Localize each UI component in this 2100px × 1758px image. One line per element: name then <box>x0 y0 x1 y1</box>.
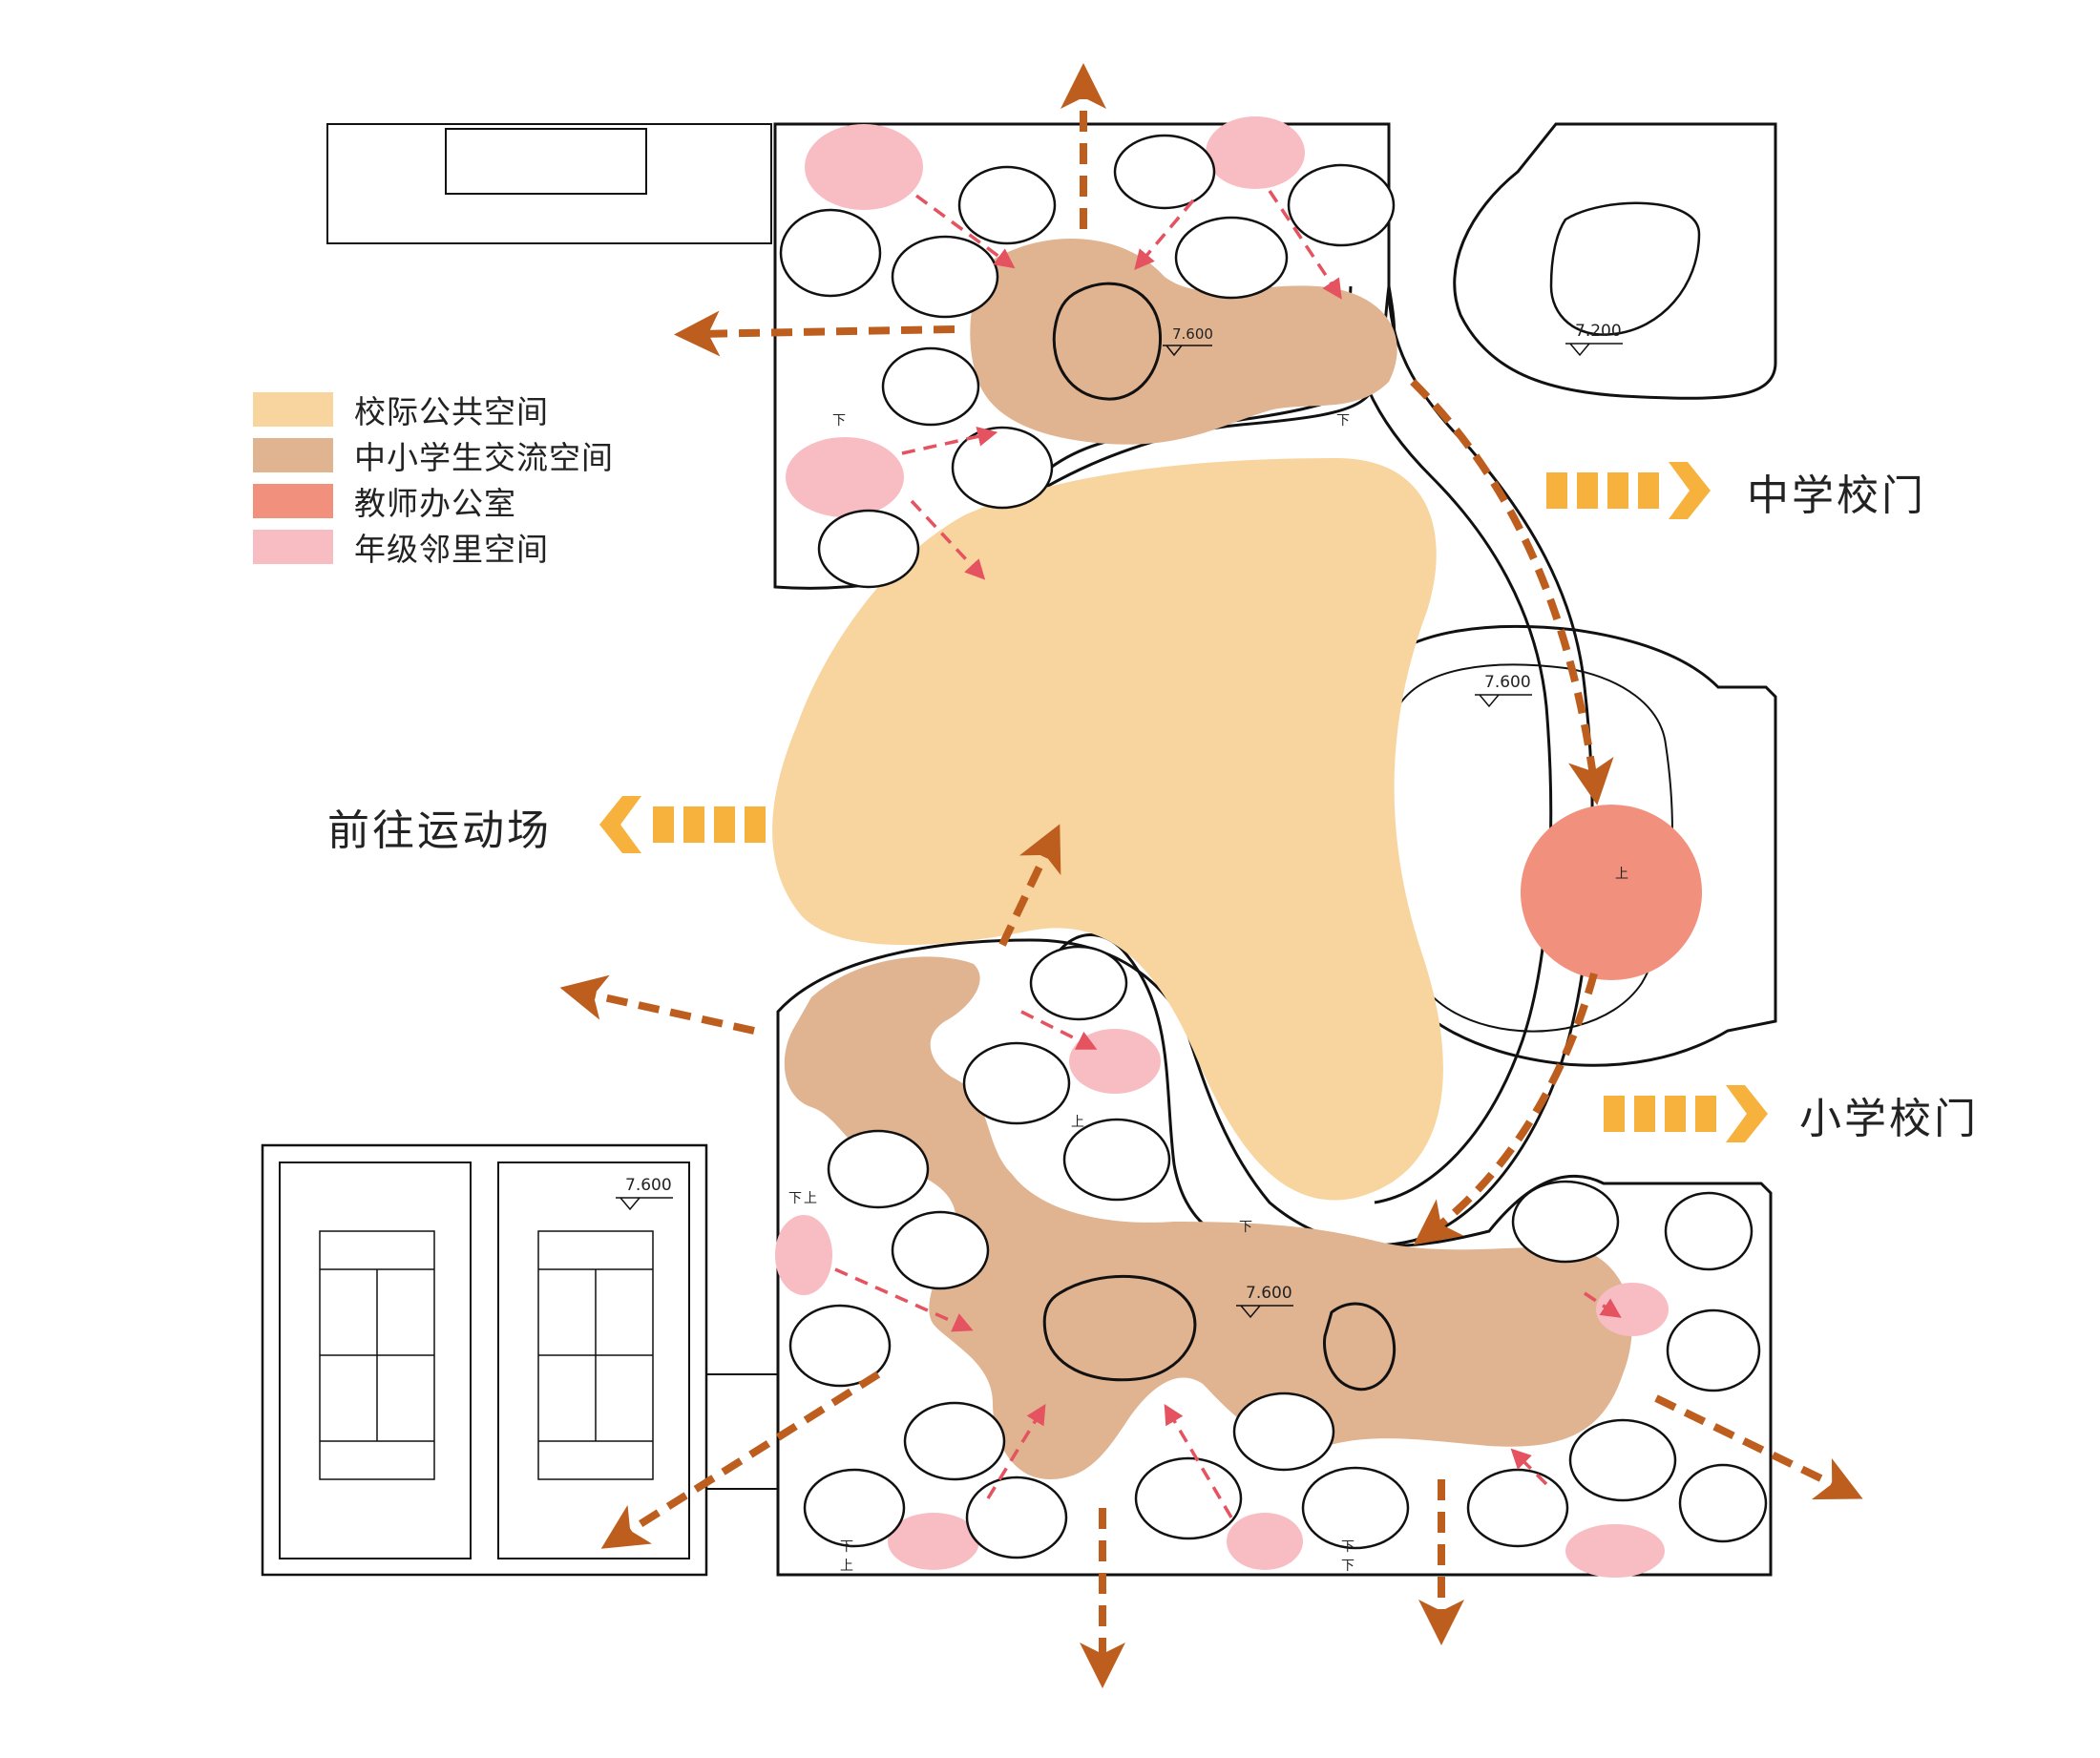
legend-swatch-office <box>253 484 333 518</box>
top-left-annex <box>326 123 772 244</box>
elevation-library: 7.600 <box>1484 673 1531 692</box>
atrium-voids <box>1042 282 1396 1392</box>
exchange-zone-south <box>784 956 1632 1479</box>
legend-item-neighborhood: 年级邻里空间 <box>253 524 614 570</box>
legend-swatch-exchange <box>253 438 333 472</box>
svg-text:上: 上 <box>804 1191 817 1206</box>
svg-text:下: 下 <box>840 1539 853 1555</box>
legend-swatch-neighborhood <box>253 530 333 564</box>
elevation-bottom-hub: 7.600 <box>1246 1284 1292 1303</box>
elevation-top-right: 7.200 <box>1575 322 1622 341</box>
gate-label-primary-school: 小学校门 <box>1799 1095 1979 1143</box>
svg-text:上: 上 <box>1071 1115 1084 1130</box>
gate-arrow-primary <box>1604 1085 1768 1142</box>
svg-text:下: 下 <box>1336 413 1350 429</box>
classroom-pods <box>779 134 1768 1559</box>
gate-label-middle-school: 中学校门 <box>1747 471 1926 520</box>
gate-arrow-sports <box>599 796 766 853</box>
legend-label-office: 教师办公室 <box>354 485 516 522</box>
legend-item-office: 教师办公室 <box>253 478 614 524</box>
elevation-courts: 7.600 <box>625 1176 672 1195</box>
stair-marks: 下 下 上 上 下 下 上 下 上 下 下 <box>788 413 1628 1574</box>
office-zone <box>1521 805 1702 980</box>
neighborhood-links <box>834 190 1622 1518</box>
legend-item-public: 校际公共空间 <box>253 387 614 432</box>
svg-text:下: 下 <box>1341 1539 1354 1555</box>
svg-text:上: 上 <box>1615 867 1628 882</box>
top-right-building <box>1453 122 1777 400</box>
elevation-top-hub: 7.600 <box>1172 325 1213 343</box>
public-zone <box>772 458 1443 1201</box>
legend-label-neighborhood: 年级邻里空间 <box>354 531 549 568</box>
svg-text:下: 下 <box>1239 1220 1252 1235</box>
elevation-marks: 7.600 7.200 7.600 7.600 7.600 <box>616 322 1623 1319</box>
legend: 校际公共空间 中小学生交流空间 教师办公室 年级邻里空间 <box>253 387 614 570</box>
central-corridor <box>1044 285 1594 1247</box>
legend-item-exchange: 中小学生交流空间 <box>253 432 614 478</box>
neighborhood-zones <box>775 116 1669 1578</box>
tennis-court-block <box>261 1143 708 1577</box>
svg-text:下: 下 <box>1341 1559 1354 1574</box>
gate-arrow-middle <box>1546 462 1711 519</box>
gate-label-sports-field: 前往运动场 <box>327 806 552 855</box>
svg-text:上: 上 <box>840 1559 853 1574</box>
legend-label-exchange: 中小学生交流空间 <box>354 439 614 476</box>
legend-swatch-public <box>253 392 333 427</box>
svg-text:下: 下 <box>832 413 846 429</box>
building-outlines <box>261 122 1777 1577</box>
exchange-zone-north <box>970 238 1397 445</box>
circulation-arrows <box>559 63 1863 1688</box>
legend-label-public: 校际公共空间 <box>354 393 549 430</box>
svg-text:下: 下 <box>788 1191 802 1206</box>
